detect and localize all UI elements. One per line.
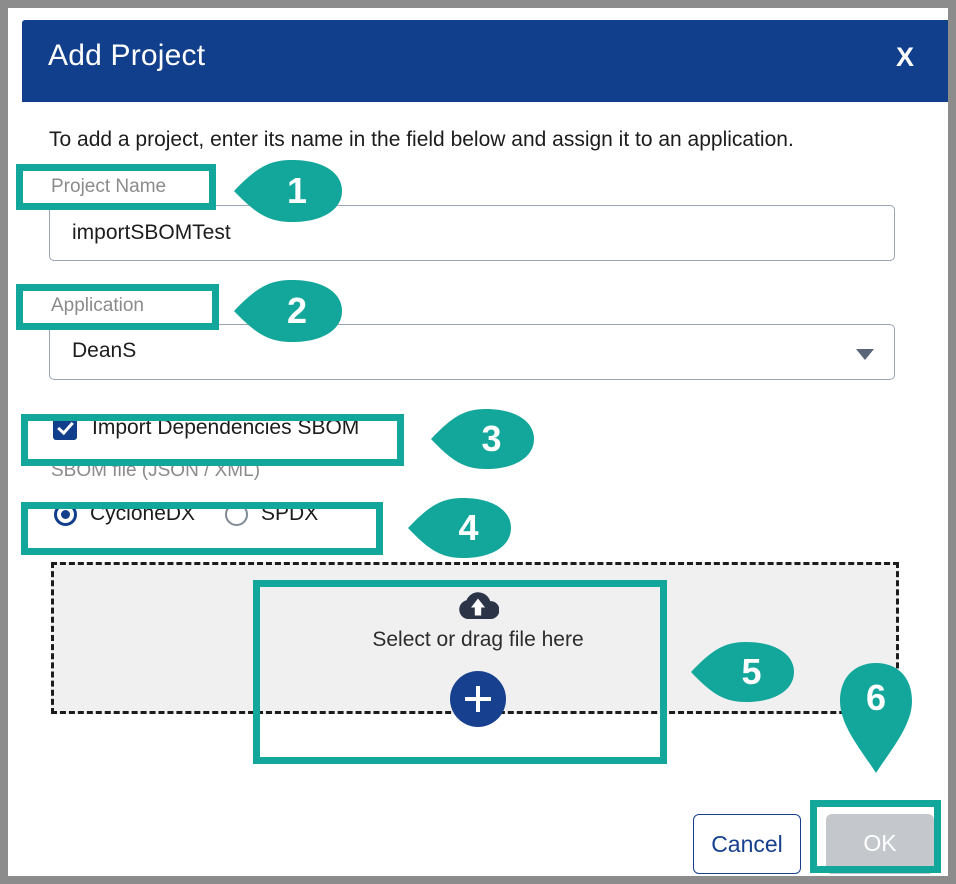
project-name-label: Project Name: [51, 176, 167, 197]
dropzone-content: Select or drag file here: [54, 590, 902, 727]
dialog-description: To add a project, enter its name in the …: [49, 128, 794, 151]
page-title: Add Project: [48, 39, 206, 72]
radio-spdx-label: SPDX: [261, 502, 319, 525]
cloud-upload-icon: [457, 590, 500, 620]
dropzone-text: Select or drag file here: [372, 628, 584, 651]
radio-spdx[interactable]: SPDX: [225, 502, 318, 526]
sbom-format-radio-group: CycloneDX SPDX: [54, 502, 318, 526]
radio-cyclonedx[interactable]: CycloneDX: [54, 502, 195, 526]
dialog-header: Add Project X: [22, 20, 948, 102]
application-label: Application: [51, 295, 144, 316]
radio-cyclonedx-label: CycloneDX: [90, 502, 196, 525]
add-project-dialog: Add Project X To add a project, enter it…: [16, 16, 948, 876]
project-name-input[interactable]: [49, 205, 895, 261]
checkbox-checked-icon: [53, 416, 77, 440]
chevron-down-icon: [856, 349, 874, 360]
radio-selected-icon: [54, 502, 77, 526]
plus-icon[interactable]: [450, 671, 506, 727]
import-dependencies-label: Import Dependencies SBOM: [92, 416, 360, 439]
application-select[interactable]: DeanS: [49, 324, 895, 380]
ok-button[interactable]: OK: [826, 814, 934, 874]
radio-unselected-icon: [225, 502, 249, 526]
sbom-file-label: SBOM file (JSON / XML): [51, 460, 261, 481]
application-select-value: DeanS: [72, 339, 137, 362]
cancel-button[interactable]: Cancel: [693, 814, 801, 874]
import-dependencies-checkbox[interactable]: Import Dependencies SBOM: [53, 416, 359, 440]
dialog-body: To add a project, enter its name in the …: [22, 102, 948, 802]
file-dropzone[interactable]: Select or drag file here: [51, 562, 899, 727]
close-icon[interactable]: X: [895, 42, 914, 72]
